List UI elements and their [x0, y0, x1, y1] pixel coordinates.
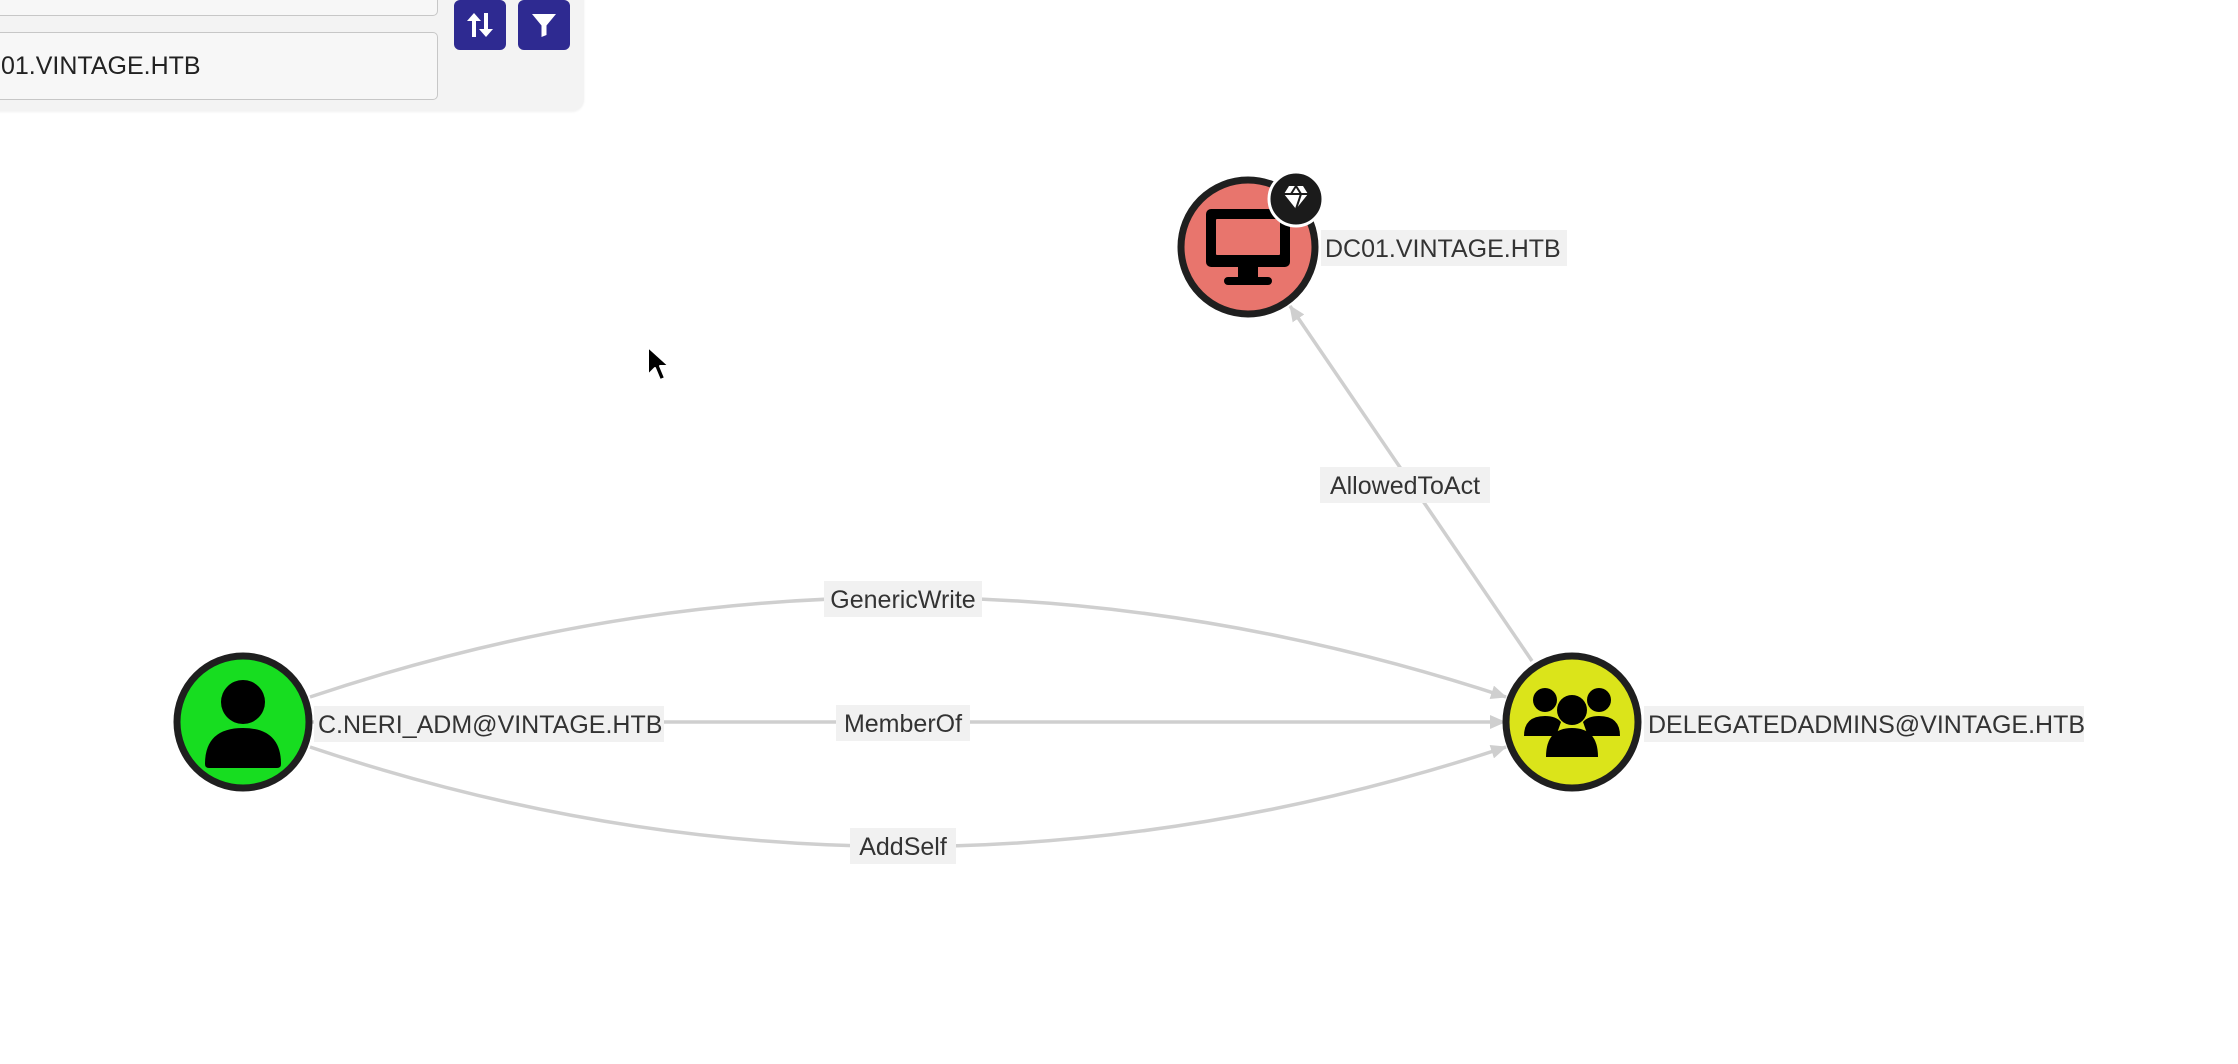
group-users-icon: [1524, 688, 1620, 757]
edge-label-allowed-to-act: AllowedToAct: [1320, 467, 1490, 503]
svg-text:C.NERI_ADM@VINTAGE.HTB: C.NERI_ADM@VINTAGE.HTB: [318, 711, 662, 739]
swap-vertical-arrows-icon: [467, 13, 493, 37]
node-label-c-neri-adm: C.NERI_ADM@VINTAGE.HTB: [314, 706, 664, 742]
filter-funnel-icon: [532, 14, 556, 37]
pathfinding-panel: [0, 0, 584, 111]
svg-text:GenericWrite: GenericWrite: [830, 586, 975, 614]
svg-text:AllowedToAct: AllowedToAct: [1330, 472, 1480, 500]
mouse-cursor-icon: [647, 346, 670, 381]
svg-text:DELEGATEDADMINS@VINTAGE.HTB: DELEGATEDADMINS@VINTAGE.HTB: [1648, 711, 2085, 739]
svg-text:AddSelf: AddSelf: [859, 833, 947, 861]
node-label-delegatedadmins: DELEGATEDADMINS@VINTAGE.HTB: [1644, 706, 2085, 742]
node-group-delegatedadmins[interactable]: [1502, 652, 1642, 792]
node-label-dc01: DC01.VINTAGE.HTB: [1321, 230, 1567, 266]
edge-label-member-of: MemberOf: [836, 705, 970, 741]
swap-nodes-button[interactable]: [454, 0, 506, 50]
computer-monitor-icon: [1206, 209, 1290, 285]
start-node-input[interactable]: [0, 0, 438, 16]
svg-text:MemberOf: MemberOf: [844, 710, 962, 738]
edge-label-add-self: AddSelf: [850, 828, 956, 864]
user-person-icon: [205, 680, 281, 768]
node-computer-dc01[interactable]: [1177, 170, 1325, 318]
tier-zero-gem-icon: [1267, 170, 1325, 228]
node-user-c-neri-adm[interactable]: [173, 652, 313, 792]
target-node-input[interactable]: [0, 32, 438, 100]
svg-text:DC01.VINTAGE.HTB: DC01.VINTAGE.HTB: [1325, 235, 1561, 263]
edge-filter-button[interactable]: [518, 0, 570, 50]
edge-label-generic-write: GenericWrite: [824, 581, 982, 617]
